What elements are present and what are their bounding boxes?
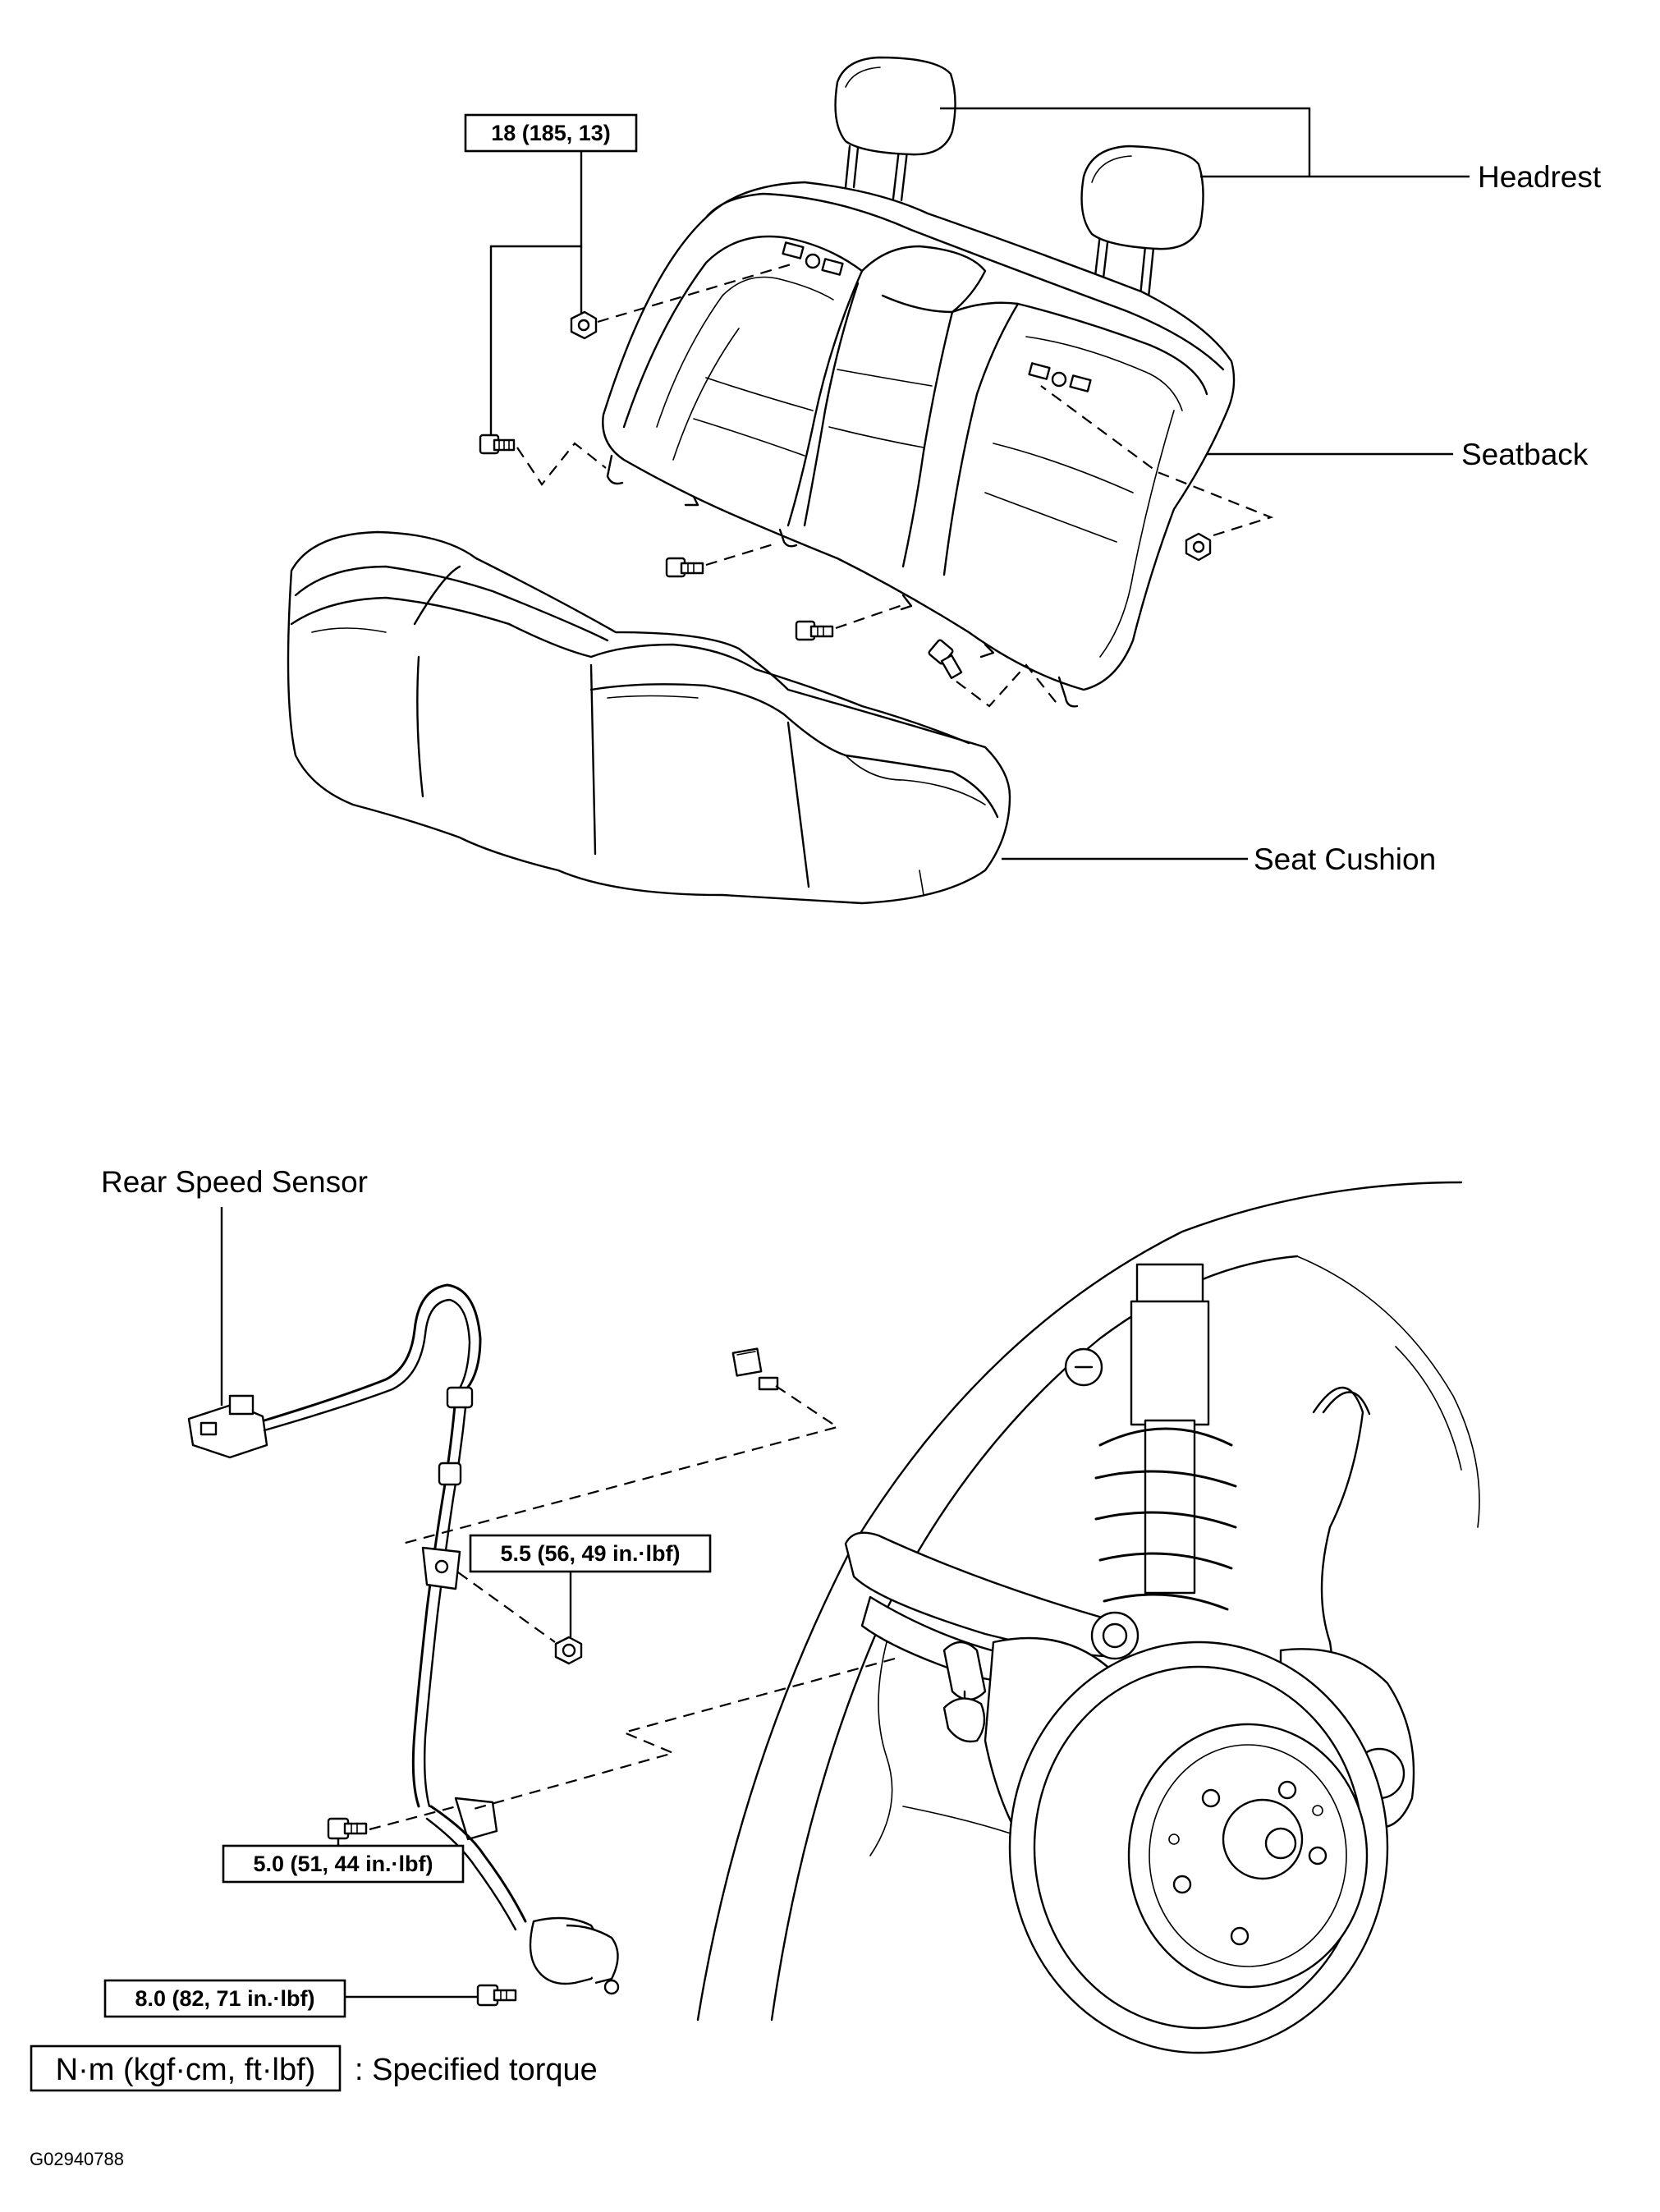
rear-seat-assembly: 18 (185, 13) Headrest Seatback Seat Cush… xyxy=(287,56,1602,905)
torque-legend: N·m (kgf·cm, ft·lbf) : Specified torque xyxy=(30,2044,598,2092)
seatback-bolt-left-icon xyxy=(479,434,516,455)
seat-bolt-right-icon xyxy=(928,639,963,680)
legend-unit-box: N·m (kgf·cm, ft·lbf) xyxy=(56,2053,316,2087)
sensor-bolt-icon xyxy=(476,1984,517,2007)
label-rear-speed-sensor: Rear Speed Sensor xyxy=(101,1165,368,1199)
seat-bolt-center-right-icon xyxy=(795,620,834,641)
seat-cushion-illustration xyxy=(287,530,1011,905)
lug-studs xyxy=(1168,1780,1328,1946)
clamp-nut-icon xyxy=(554,1636,583,1665)
seat-fasteners xyxy=(479,261,1274,708)
torque-box-seatback: 18 (185, 13) xyxy=(464,113,638,153)
label-seat-cushion: Seat Cushion xyxy=(1254,842,1436,876)
seat-bolt-center-icon xyxy=(665,557,704,578)
legend-description: : Specified torque xyxy=(355,2053,598,2087)
torque-box-harness-bolt: 5.0 (51, 44 in.·lbf) xyxy=(222,1844,465,1884)
torque-label-seatback: 18 (185, 13) xyxy=(491,121,611,145)
sensor-callouts: Rear Speed Sensor 5.5 (56, 49 in.·lbf) 5… xyxy=(101,1165,712,2018)
torque-box-sensor-bolt: 8.0 (82, 71 in.·lbf) xyxy=(103,1979,346,2018)
torque-label-harness-bolt: 5.0 (51, 44 in.·lbf) xyxy=(253,1852,433,1876)
rear-speed-sensor-illustration xyxy=(187,1283,620,1995)
seat-callouts: 18 (185, 13) Headrest Seatback Seat Cush… xyxy=(464,107,1602,876)
wheel-housing-illustration xyxy=(696,1181,1480,2054)
rear-speed-sensor-assembly: Rear Speed Sensor 5.5 (56, 49 in.·lbf) 5… xyxy=(101,1165,1480,2054)
sensor-fasteners xyxy=(327,1347,896,2007)
torque-label-clamp-nut: 5.5 (56, 49 in.·lbf) xyxy=(500,1541,680,1566)
seatback-nut-right-icon xyxy=(1185,532,1212,562)
headrest-left-illustration xyxy=(834,56,956,202)
headrest-right-illustration xyxy=(1080,145,1204,307)
seatback-illustration xyxy=(602,181,1236,708)
label-headrest: Headrest xyxy=(1478,160,1602,194)
seatback-nut-left-icon xyxy=(570,310,598,340)
harness-bolt-icon xyxy=(327,1817,368,1840)
bracket-bolt-top-icon xyxy=(731,1347,779,1391)
label-seatback: Seatback xyxy=(1461,438,1589,471)
figure-code: G02940788 xyxy=(30,2149,124,2169)
torque-box-clamp-nut: 5.5 (56, 49 in.·lbf) xyxy=(469,1534,712,1573)
torque-label-sensor-bolt: 8.0 (82, 71 in.·lbf) xyxy=(135,1986,314,2011)
